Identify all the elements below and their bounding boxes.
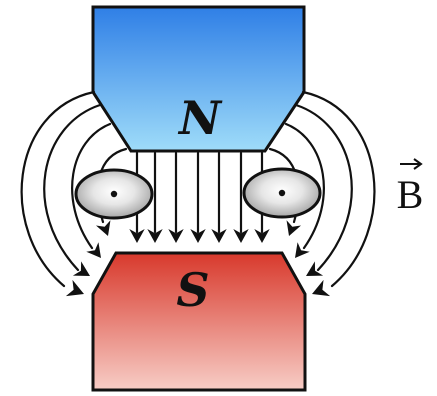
field-arrowhead (86, 242, 101, 258)
south-pole-block (91, 251, 307, 392)
field-line (284, 122, 325, 250)
field-line (301, 90, 376, 288)
field-arrowhead (72, 261, 90, 276)
current-dot-icon (110, 190, 118, 198)
south-pole: S (91, 251, 307, 392)
field-arrowhead (312, 279, 331, 297)
conductor-loop-left (74, 168, 154, 220)
field-line (43, 103, 102, 272)
field-arrowhead (95, 220, 111, 236)
current-dot-icon (278, 189, 286, 197)
field-vector-label: B (397, 158, 424, 217)
conductor-loop-right (242, 167, 322, 219)
field-arrowhead (211, 229, 227, 243)
field-arrowhead (306, 261, 324, 276)
field-arrowhead (168, 229, 184, 243)
field-arrowhead (254, 229, 270, 243)
field-arrowhead (147, 229, 163, 243)
south-pole-label: S (176, 263, 209, 317)
vector-arrow-icon (400, 158, 423, 170)
field-arrowhead (233, 229, 249, 243)
field-arrowhead (65, 279, 84, 297)
field-line (71, 122, 112, 250)
field-line (20, 90, 96, 288)
field-arrowhead (129, 229, 145, 243)
field-arrowhead (190, 229, 206, 243)
field-arrowheads (65, 220, 331, 297)
field-arrowhead (286, 220, 302, 236)
north-pole: N (91, 5, 306, 153)
field-arrowhead (295, 242, 310, 258)
field-label: B (397, 172, 424, 217)
north-pole-label: N (177, 91, 223, 145)
field-line (294, 103, 353, 272)
